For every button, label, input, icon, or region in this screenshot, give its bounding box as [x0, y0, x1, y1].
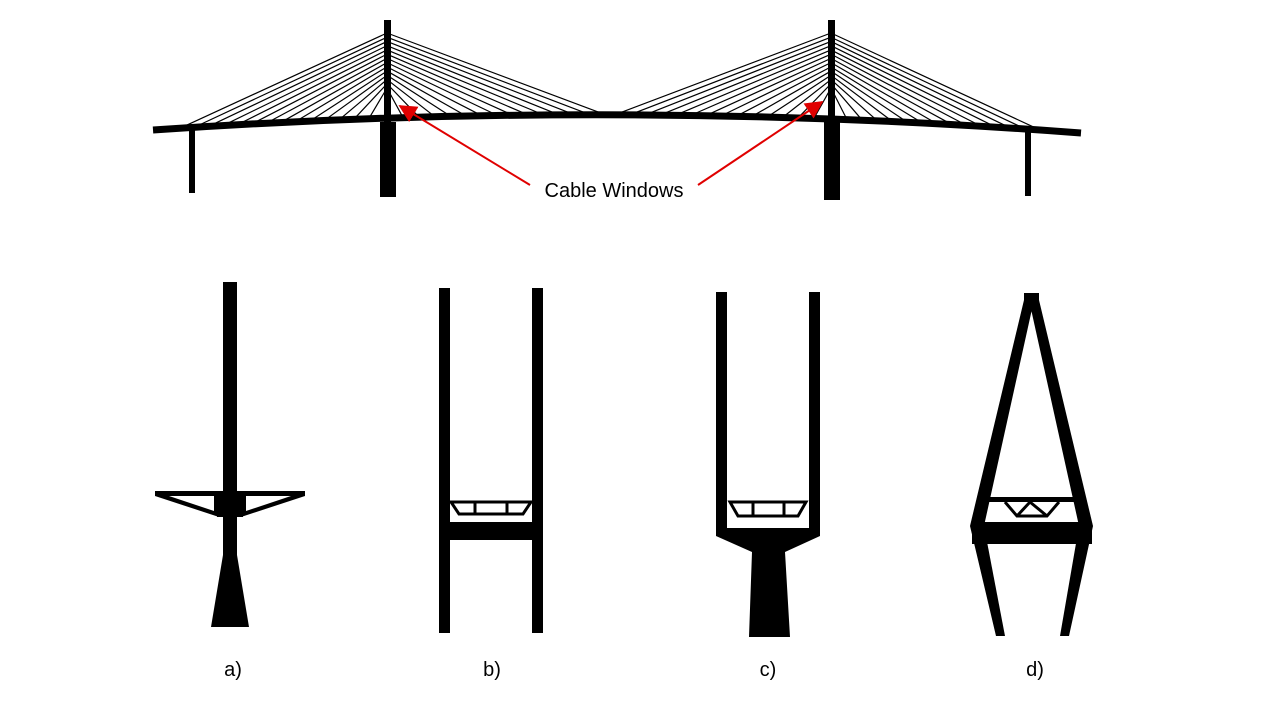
- pylon-b-crossbeam: [450, 522, 532, 540]
- pylon-d-upper-right-leg: [1029, 300, 1093, 526]
- stay-cable: [386, 62, 494, 115]
- stay-cable: [386, 79, 433, 116]
- pylon-a-base-flare: [211, 555, 249, 627]
- stay-cable: [830, 32, 1036, 129]
- left-annotation-arrow: [398, 105, 531, 186]
- pylon-d: d): [970, 293, 1093, 681]
- stay-cable: [830, 62, 934, 123]
- stay-cable: [634, 36, 832, 114]
- pylon-c-pier: [716, 528, 820, 637]
- left-tower-lower: [380, 122, 396, 197]
- stay-cable: [830, 45, 992, 126]
- stay-cable: [769, 74, 832, 116]
- stay-cable: [312, 70, 388, 120]
- pylon-b-left-leg: [439, 288, 450, 633]
- stay-cable: [739, 66, 832, 115]
- stay-cable: [386, 74, 449, 115]
- stay-cable: [386, 32, 601, 114]
- stay-cable: [386, 66, 479, 115]
- stay-cable: [284, 62, 388, 121]
- bridge-elevation: [152, 20, 1082, 200]
- stay-cable: [649, 40, 832, 114]
- stay-cable: [724, 62, 832, 115]
- stay-cable: [784, 79, 832, 116]
- stay-cable: [386, 49, 540, 114]
- stay-cable: [227, 45, 388, 124]
- stay-cable: [386, 70, 464, 115]
- stay-cable: [386, 45, 555, 114]
- stay-cable: [213, 40, 388, 125]
- pylon-a-label: a): [224, 659, 242, 681]
- pylon-d-crossbeam: [972, 522, 1092, 544]
- pylon-c-right-leg: [809, 292, 820, 532]
- left-end-pier: [189, 130, 195, 193]
- stay-cable: [298, 66, 388, 121]
- pylon-d-lower-left-leg: [970, 526, 1005, 636]
- cable-windows-label: Cable Windows: [545, 180, 684, 202]
- pylon-d-lower-right-leg: [1060, 526, 1093, 636]
- stay-cable: [830, 79, 876, 120]
- stay-cable: [694, 53, 832, 115]
- pylon-b: b): [439, 288, 543, 681]
- right-tower-lower: [824, 122, 840, 200]
- left-tower-upper: [384, 20, 391, 130]
- bridge-deck: [152, 111, 1082, 137]
- pylon-d-upper-left-leg: [970, 300, 1034, 526]
- stay-cable: [664, 45, 832, 114]
- stay-cable: [830, 49, 978, 125]
- stay-cable: [355, 83, 388, 118]
- stay-cable: [830, 70, 905, 121]
- stay-cable: [386, 57, 509, 114]
- stay-cable: [386, 40, 570, 114]
- pylon-a: a): [155, 282, 305, 681]
- right-tower-upper: [828, 20, 835, 130]
- stay-cable: [830, 40, 1007, 127]
- pylon-b-deck-section: [448, 500, 534, 516]
- pylon-a-mast: [223, 282, 237, 627]
- stay-cable: [184, 32, 388, 127]
- stay-cable: [619, 32, 832, 114]
- stay-cable: [830, 36, 1021, 128]
- pylon-b-right-leg: [532, 288, 543, 633]
- stay-cable: [830, 53, 963, 124]
- stay-cable: [830, 57, 949, 123]
- stay-cable: [255, 53, 388, 123]
- pylon-c-label: c): [760, 659, 777, 681]
- pylon-c-left-leg: [716, 292, 727, 532]
- cable-windows-annotation: Cable Windows: [398, 100, 824, 202]
- stay-cable: [241, 49, 388, 124]
- stay-cable: [679, 49, 832, 114]
- right-annotation-arrow: [697, 100, 824, 186]
- stay-cable: [386, 53, 525, 114]
- stay-cable: [709, 57, 832, 115]
- pylon-b-label: b): [483, 659, 501, 681]
- stay-cable: [326, 74, 388, 119]
- pylon-a-deck-box: [217, 491, 243, 517]
- stay-cable: [830, 83, 861, 119]
- stay-cable: [198, 36, 388, 126]
- pylon-d-deck-section: [984, 497, 1080, 518]
- stay-cable: [830, 74, 890, 120]
- right-end-pier: [1025, 130, 1031, 196]
- pylon-c: c): [716, 292, 820, 681]
- stay-cable: [341, 79, 388, 119]
- stay-cable: [270, 57, 388, 122]
- stay-cables: [184, 32, 1036, 129]
- stay-cable: [830, 66, 920, 122]
- pylon-d-label: d): [1026, 659, 1044, 681]
- pylon-c-deck-section: [727, 500, 809, 518]
- stay-cable: [754, 70, 832, 116]
- stay-cable: [386, 36, 586, 114]
